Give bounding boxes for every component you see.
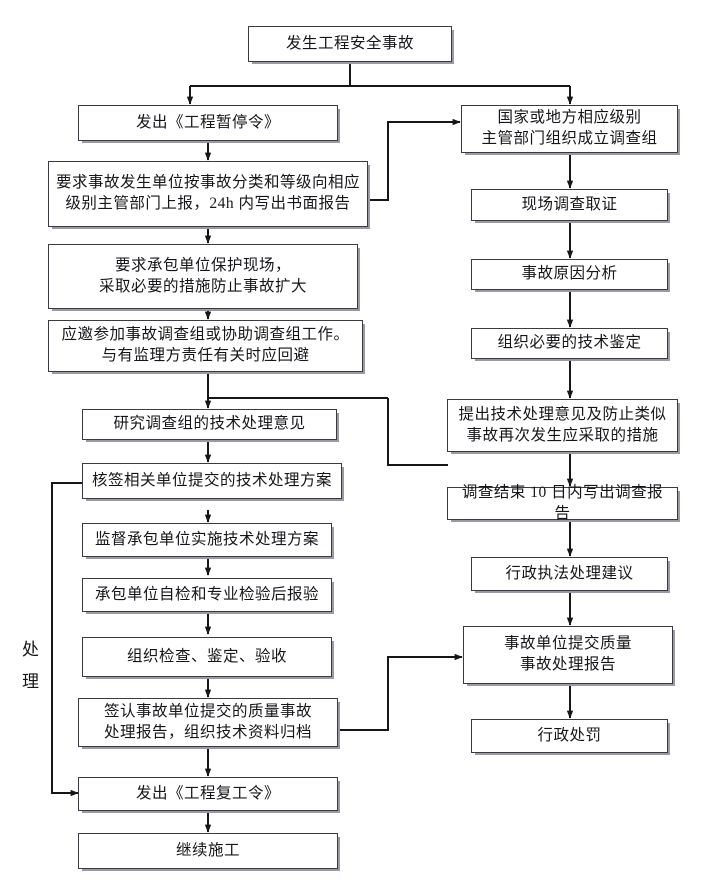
- side-label-processing: 处 理: [14, 634, 48, 699]
- node-propose-prevention-measures[interactable]: 提出技术处理意见及防止类似 事故再次发生应采取的措施: [447, 399, 678, 452]
- node-supervise-implementation[interactable]: 监督承包单位实施技术处理方案: [82, 523, 332, 557]
- node-label: 要求承包单位保护现场， 采取必要的措施防止事故扩大: [98, 256, 307, 295]
- node-contractor-self-inspection[interactable]: 承包单位自检和专业检验后报验: [82, 578, 332, 612]
- node-label: 承包单位自检和专业检验后报验: [94, 585, 319, 603]
- node-require-report-to-authority[interactable]: 要求事故发生单位按事故分类和等级向相应 级别主管部门上报，24h 内写出书面报告: [48, 161, 368, 227]
- node-continue-construction[interactable]: 继续施工: [78, 833, 338, 869]
- node-label: 应邀参加事故调查组或协助调查组工作。 与有监理方责任有关时应回避: [61, 326, 350, 364]
- node-issue-resume-order[interactable]: 发出《工程复工令》: [78, 777, 338, 811]
- node-site-investigation-evidence[interactable]: 现场调查取证: [471, 189, 668, 221]
- node-label: 发出《工程复工令》: [135, 784, 280, 802]
- node-label: 行政处罚: [537, 726, 602, 744]
- node-issue-suspension-order[interactable]: 发出《工程暂停令》: [78, 105, 338, 141]
- side-label-char-2: 理: [22, 672, 40, 692]
- node-label: 行政执法处理建议: [505, 564, 634, 582]
- node-sign-quality-report[interactable]: 签认事故单位提交的质量事故 处理报告，组织技术资料归档: [78, 698, 338, 747]
- node-label: 国家或地方相应级别 主管部门组织成立调查组: [481, 109, 658, 147]
- node-label: 发生工程安全事故: [285, 34, 414, 52]
- node-label: 提出技术处理意见及防止类似 事故再次发生应采取的措施: [458, 405, 667, 444]
- node-study-technical-opinion[interactable]: 研究调查组的技术处理意见: [82, 409, 337, 440]
- node-label: 研究调查组的技术处理意见: [113, 415, 306, 433]
- node-protect-site[interactable]: 要求承包单位保护现场， 采取必要的措施防止事故扩大: [48, 244, 358, 309]
- node-investigation-report-10-days[interactable]: 调查结束 10 日内写出调查报告: [447, 484, 678, 522]
- node-technical-appraisal[interactable]: 组织必要的技术鉴定: [471, 328, 668, 359]
- node-label: 核签相关单位提交的技术处理方案: [91, 471, 332, 489]
- node-label: 监督承包单位实施技术处理方案: [94, 530, 319, 548]
- node-establish-investigation-group[interactable]: 国家或地方相应级别 主管部门组织成立调查组: [461, 105, 678, 153]
- node-administrative-penalty[interactable]: 行政处罚: [471, 719, 668, 753]
- node-label: 发出《工程暂停令》: [135, 113, 280, 131]
- node-label: 组织检查、鉴定、验收: [126, 647, 287, 665]
- node-accident-occurs[interactable]: 发生工程安全事故: [248, 26, 452, 62]
- wire-n3-r1: [368, 118, 461, 201]
- wire-n11-r8: [338, 653, 463, 731]
- node-organize-inspection-acceptance[interactable]: 组织检查、鉴定、验收: [82, 637, 332, 677]
- node-label: 签认事故单位提交的质量事故 处理报告，组织技术资料归档: [103, 702, 312, 741]
- node-countersign-technical-plan[interactable]: 核签相关单位提交的技术处理方案: [82, 463, 342, 499]
- node-label: 事故单位提交质量 事故处理报告: [503, 635, 632, 673]
- node-label: 继续施工: [175, 841, 240, 859]
- side-label-char-1: 处: [22, 640, 40, 659]
- node-label: 要求事故发生单位按事故分类和等级向相应 级别主管部门上报，24h 内写出书面报告: [55, 174, 360, 212]
- node-label: 事故原因分析: [521, 265, 618, 283]
- node-label: 调查结束 10 日内写出调查报告: [461, 483, 664, 522]
- node-administrative-enforcement-advice[interactable]: 行政执法处理建议: [471, 557, 668, 591]
- node-label: 现场调查取证: [521, 195, 618, 213]
- wire-r5-n6: [387, 398, 448, 466]
- node-label: 组织必要的技术鉴定: [497, 334, 642, 352]
- node-join-investigation-group[interactable]: 应邀参加事故调查组或协助调查组工作。 与有监理方责任有关时应回避: [48, 320, 363, 372]
- node-cause-analysis[interactable]: 事故原因分析: [471, 259, 668, 290]
- node-unit-submits-quality-report[interactable]: 事故单位提交质量 事故处理报告: [463, 626, 673, 684]
